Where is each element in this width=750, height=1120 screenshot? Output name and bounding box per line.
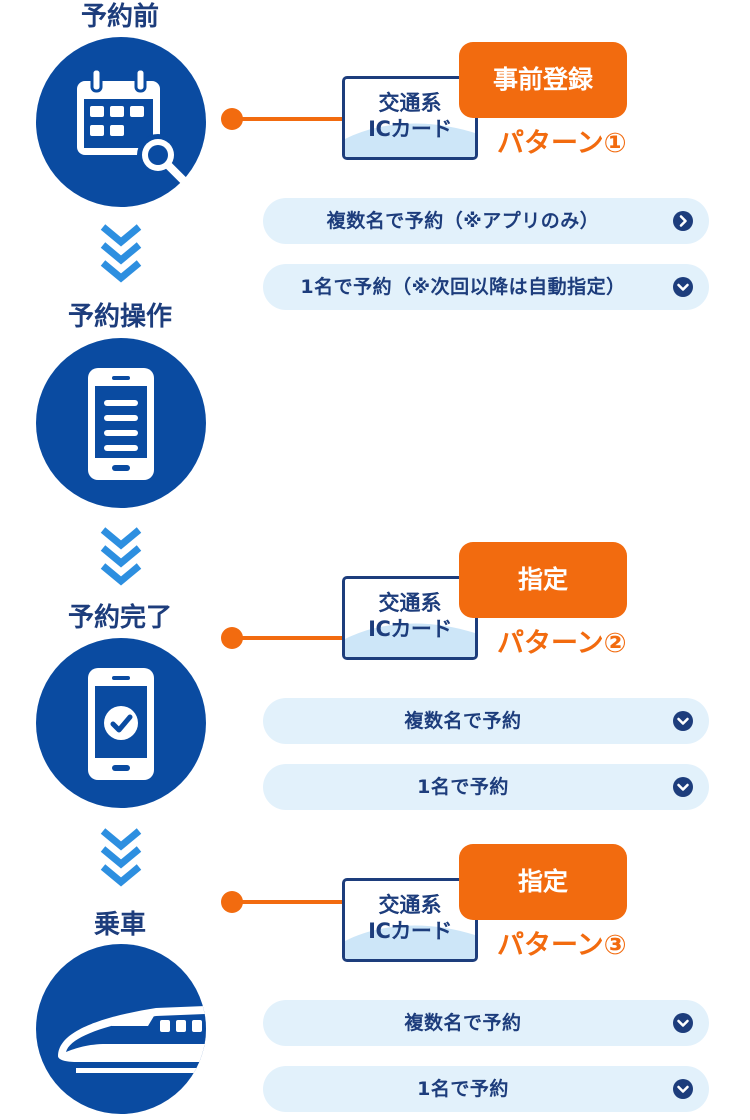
pattern-label: パターン② (497, 628, 627, 659)
card-wave-decoration (345, 623, 475, 657)
chevron-right-icon (673, 211, 693, 231)
option-label: 複数名で予約（※アプリのみ） (326, 210, 600, 232)
option-single-reservation[interactable]: 1名で予約 (263, 1066, 709, 1112)
smartphone-check-icon (88, 668, 154, 780)
ic-card: 交通系 ICカード (342, 576, 478, 660)
option-multi-reservation[interactable]: 複数名で予約 (263, 698, 709, 744)
ic-card-line2: ICカード (368, 617, 452, 641)
connector-line (232, 636, 342, 640)
pattern-label: パターン① (497, 128, 627, 159)
connector-line (232, 900, 342, 904)
chevron-down-icon (673, 1079, 693, 1099)
badge-designation: 指定 (459, 542, 627, 618)
option-label: 1名で予約 (417, 776, 509, 798)
option-single-reservation[interactable]: 1名で予約 (263, 764, 709, 810)
step-label-reservation-operation: 予約操作 (67, 302, 172, 332)
option-single-reservation[interactable]: 1名で予約（※次回以降は自動指定） (263, 264, 709, 310)
step-circle-before-reservation (36, 37, 206, 207)
chevron-down-icon (673, 711, 693, 731)
step-circle-boarding (36, 944, 206, 1114)
chevron-down-icon (673, 1013, 693, 1033)
connector-line (232, 117, 342, 121)
chevron-down-icon (673, 777, 693, 797)
step-circle-reservation-complete (36, 638, 206, 808)
pattern-label: パターン③ (497, 930, 627, 961)
badge-pre-registration: 事前登録 (459, 42, 627, 118)
smartphone-icon (88, 368, 154, 480)
ic-card: 交通系 ICカード (342, 878, 478, 962)
ic-card-line1: 交通系 (378, 591, 442, 615)
connector-dot (221, 627, 243, 649)
option-multi-reservation[interactable]: 複数名で予約 (263, 1000, 709, 1046)
chevron-down-icon (673, 277, 693, 297)
ic-card-line2: ICカード (368, 919, 452, 943)
option-label: 複数名で予約 (404, 710, 522, 732)
option-label: 1名で予約（※次回以降は自動指定） (300, 276, 626, 298)
ic-card-line1: 交通系 (378, 893, 442, 917)
step-label-reservation-complete: 予約完了 (67, 603, 172, 633)
ic-card: 交通系 ICカード (342, 76, 478, 160)
option-multi-reservation[interactable]: 複数名で予約（※アプリのみ） (263, 198, 709, 244)
step-circle-reservation-operation (36, 338, 206, 508)
calendar-search-icon (77, 67, 187, 184)
option-label: 複数名で予約 (404, 1012, 522, 1034)
step-label-before-reservation: 予約前 (80, 2, 159, 32)
down-chevrons-icon (100, 527, 142, 586)
ic-card-line2: ICカード (368, 117, 452, 141)
step-label-boarding: 乗車 (93, 910, 146, 940)
option-label: 1名で予約 (417, 1078, 509, 1100)
card-wave-decoration (345, 123, 475, 157)
card-wave-decoration (345, 925, 475, 959)
badge-designation: 指定 (459, 844, 627, 920)
down-chevrons-icon (100, 828, 142, 887)
shinkansen-train-icon (58, 1006, 206, 1073)
ic-card-line1: 交通系 (378, 91, 442, 115)
connector-dot (221, 891, 243, 913)
down-chevrons-icon (100, 224, 142, 283)
connector-dot (221, 108, 243, 130)
